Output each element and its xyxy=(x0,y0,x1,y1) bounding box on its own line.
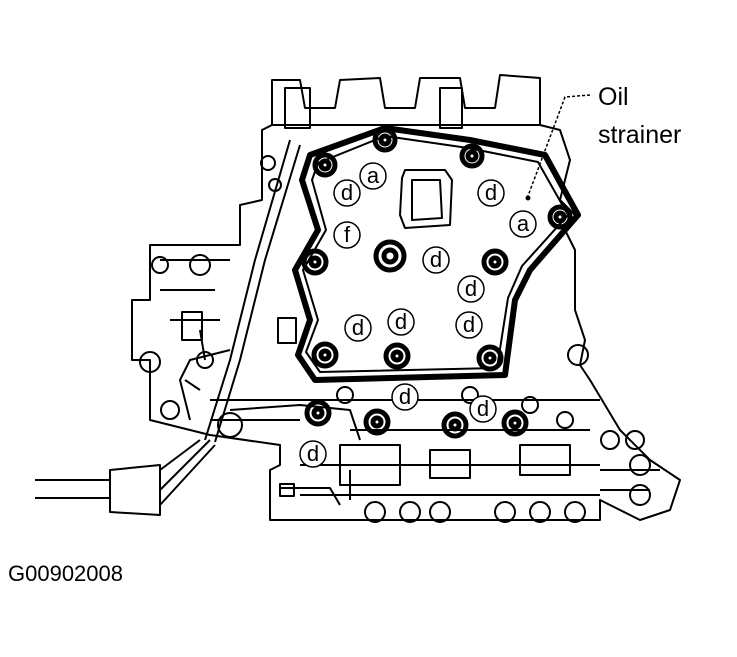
bolt-marker-circle xyxy=(333,179,361,207)
callout-leader xyxy=(527,94,591,197)
bolt-marker-d: d xyxy=(399,384,411,409)
bolt-marker-d: d xyxy=(463,312,475,337)
bolt-marker-d: d xyxy=(307,441,319,466)
bolt-marker-d: d xyxy=(341,180,353,205)
bolt-marker-circle xyxy=(299,440,327,468)
callout-strainer-label: strainer xyxy=(598,121,682,149)
bolt-marker-a: a xyxy=(517,211,530,236)
bolt-marker-circle xyxy=(344,314,372,342)
solenoid-housing xyxy=(271,74,541,126)
bolt-marker-d: d xyxy=(477,396,489,421)
bolt-marker-circle xyxy=(455,311,483,339)
bolt-marker-d: d xyxy=(430,247,442,272)
bolt-marker-circle xyxy=(422,246,450,274)
bolt-marker-circle xyxy=(457,275,485,303)
bolt-marker-circle xyxy=(359,162,387,190)
bolt-marker-f: f xyxy=(344,222,351,247)
bolt-marker-d: d xyxy=(395,309,407,334)
bolt-marker-a: a xyxy=(367,163,380,188)
figure-id: G00902008 xyxy=(8,561,123,586)
bolt-marker-circle xyxy=(469,395,497,423)
wire-harness xyxy=(35,439,216,516)
bolt-marker-d: d xyxy=(352,315,364,340)
bolt-marker-circle xyxy=(387,308,415,336)
bolt-marker-circle xyxy=(509,210,537,238)
bolt-marker-d: d xyxy=(465,276,477,301)
callout-oil-label: Oil xyxy=(598,83,629,111)
bolt-marker-d: d xyxy=(485,180,497,205)
bolt-marker-circle xyxy=(477,179,505,207)
bolt-marker-circle xyxy=(333,221,361,249)
oil-strainer xyxy=(292,125,581,383)
bolt-marker-circle xyxy=(391,383,419,411)
